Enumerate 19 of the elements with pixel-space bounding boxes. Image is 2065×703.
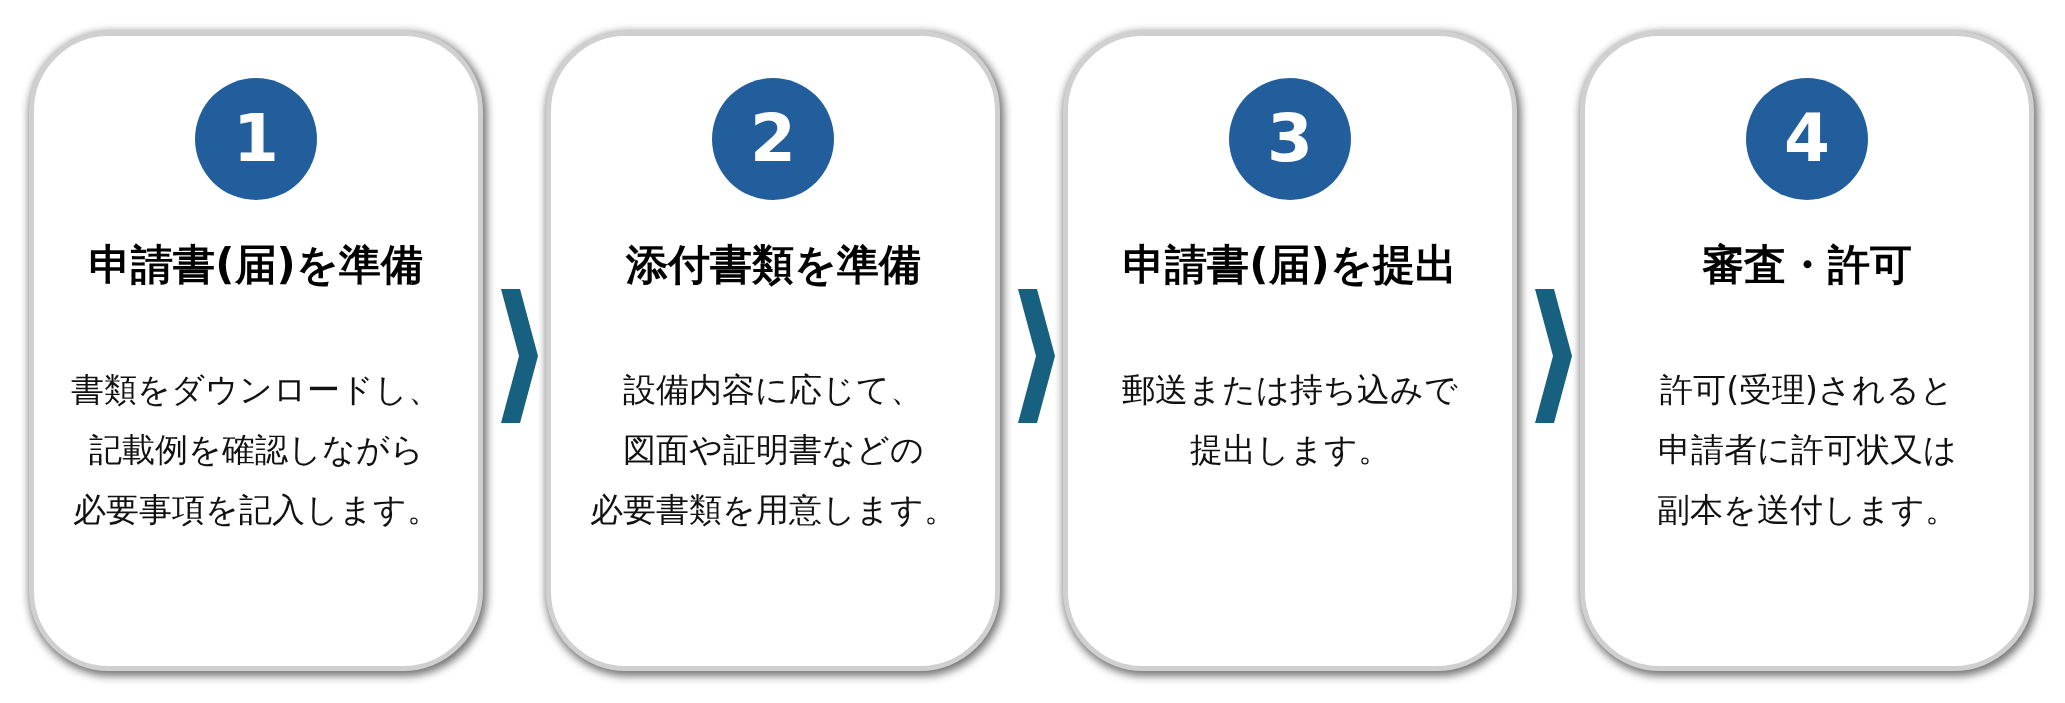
step-description: 郵送または持ち込みで提出します。 [1122,369,1458,471]
step-card [1580,31,2034,671]
step-title: 添付書類を準備 [625,239,921,291]
step-title: 審査・許可 [1702,239,1912,291]
step-card [1063,31,1517,671]
number-circle: 3 [1229,78,1351,200]
chevron-arrow [501,289,538,423]
number-circle: 4 [1746,78,1868,200]
step-description: 設備内容に応じて、図面や証明書などの必要書類を用意します。 [589,369,957,531]
step-description: 許可(受理)されると申請者に許可状又は副本を送付します。 [1656,369,1958,531]
chevron-arrow [1535,289,1572,423]
step-card [546,31,1000,671]
step-title: 申請書(届)を提出 [1123,239,1457,291]
step-title: 申請書(届)を準備 [89,239,423,291]
chevron-arrow [1018,289,1055,423]
number-circle: 2 [712,78,834,200]
number-circle: 1 [195,78,317,200]
step-card [29,31,483,671]
step-description: 書類をダウンロードし、記載例を確認しながら必要事項を記入します。 [71,369,441,531]
